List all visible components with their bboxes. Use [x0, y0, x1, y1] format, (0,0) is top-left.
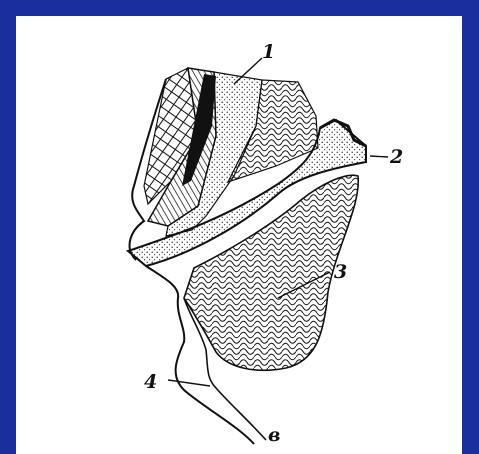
- label-2: 2: [389, 146, 403, 168]
- label-4: 4: [144, 371, 157, 393]
- figure-panel: 1 2 3 4 в: [16, 16, 462, 454]
- leader-line-2: [370, 156, 388, 157]
- leader-line-4: [168, 380, 210, 386]
- label-b: в: [268, 424, 280, 446]
- label-1: 1: [262, 41, 275, 63]
- label-3: 3: [334, 261, 347, 283]
- anatomical-illustration: 1 2 3 4 в: [16, 16, 462, 454]
